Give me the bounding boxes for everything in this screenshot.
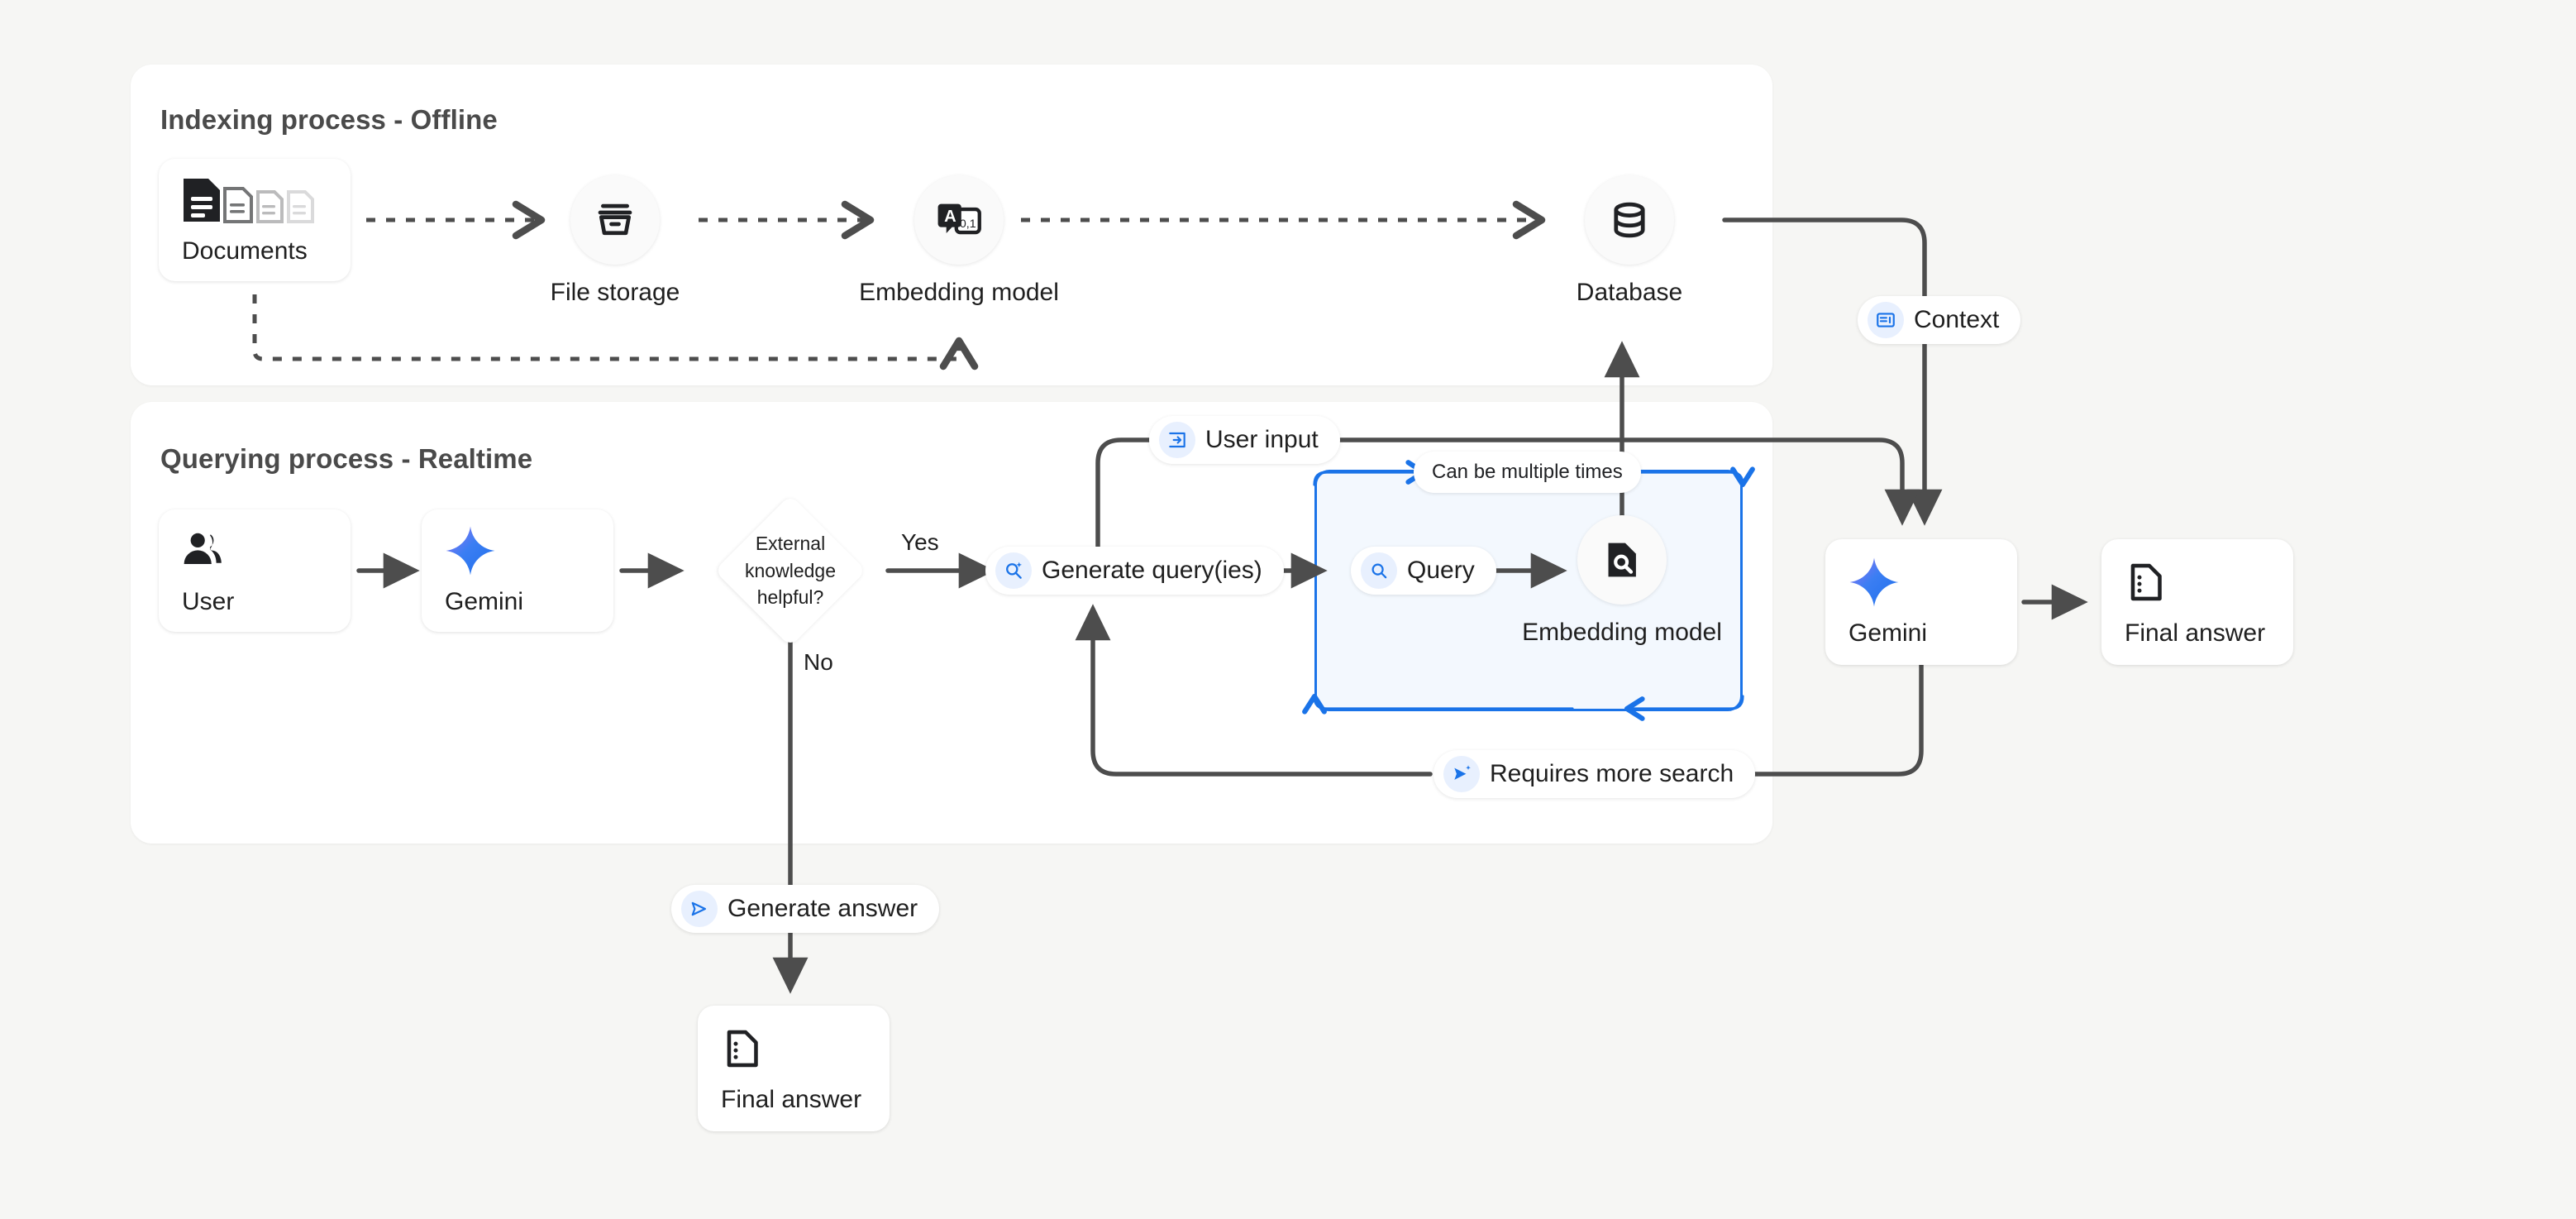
- panel-querying-title: Querying process - Realtime: [160, 443, 533, 474]
- answer-document-icon: [721, 1023, 890, 1074]
- chip-generate-queries[interactable]: Generate query(ies): [985, 547, 1284, 595]
- send-sparkle-icon: [1443, 756, 1480, 792]
- document-search-icon: [1577, 515, 1667, 605]
- node-embedding-model-index[interactable]: 0,1 A Embedding model: [859, 175, 1059, 308]
- send-icon: [681, 891, 718, 927]
- node-file-storage[interactable]: File storage: [551, 175, 680, 308]
- context-label: Context: [1914, 306, 2000, 333]
- documents-label: Documents: [182, 237, 308, 265]
- final-answer-right-label: Final answer: [2125, 619, 2266, 647]
- loop-note-label: Can be multiple times: [1432, 461, 1623, 483]
- node-gemini-final[interactable]: Gemini: [1825, 539, 2017, 665]
- embedding-model-index-label: Embedding model: [859, 279, 1059, 306]
- chip-context[interactable]: Context: [1858, 296, 2021, 344]
- search-icon: [1361, 552, 1397, 589]
- archive-icon: [570, 175, 660, 265]
- search-sparkle-icon: [995, 552, 1032, 589]
- database-label: Database: [1576, 279, 1683, 306]
- decision-label: External knowledge helpful?: [745, 533, 836, 609]
- gemini-final-label: Gemini: [1849, 619, 1928, 647]
- chip-loop-note: Can be multiple times: [1414, 452, 1641, 493]
- panel-context-icon: [1868, 302, 1904, 338]
- chip-generate-answer[interactable]: Generate answer: [671, 885, 940, 933]
- node-database[interactable]: Database: [1577, 175, 1682, 308]
- user-label: User: [182, 588, 235, 615]
- user-group-icon: [182, 525, 351, 576]
- requires-more-search-label: Requires more search: [1490, 760, 1734, 787]
- gemini-sparkle-icon: [1849, 557, 2017, 608]
- chip-query[interactable]: Query: [1351, 547, 1496, 595]
- user-input-label: User input: [1205, 426, 1319, 453]
- panel-indexing-title: Indexing process - Offline: [160, 104, 498, 135]
- documents-icon: [182, 174, 351, 226]
- database-icon: [1585, 175, 1674, 265]
- query-label: Query: [1407, 557, 1475, 584]
- generate-queries-label: Generate query(ies): [1042, 557, 1262, 584]
- svg-text:0,1: 0,1: [960, 218, 976, 231]
- node-user[interactable]: User: [159, 509, 351, 632]
- answer-document-icon: [2125, 557, 2293, 608]
- node-final-answer-right[interactable]: Final answer: [2101, 539, 2293, 665]
- translate-embedding-icon: 0,1 A: [914, 175, 1004, 265]
- edge-label-yes: Yes: [901, 529, 939, 555]
- node-gemini[interactable]: Gemini: [422, 509, 613, 632]
- node-embedding-model-query[interactable]: Embedding model: [1522, 515, 1722, 648]
- edge-label-no: No: [804, 649, 833, 675]
- file-storage-label: File storage: [550, 279, 680, 306]
- input-arrow-icon: [1159, 422, 1195, 458]
- final-answer-bottom-label: Final answer: [721, 1086, 862, 1113]
- embedding-model-query-label: Embedding model: [1522, 619, 1722, 646]
- chip-requires-more-search[interactable]: Requires more search: [1433, 750, 1756, 798]
- node-decision-external-knowledge[interactable]: External knowledge helpful?: [714, 495, 866, 647]
- chip-user-input[interactable]: User input: [1149, 416, 1340, 464]
- generate-answer-label: Generate answer: [727, 895, 918, 922]
- svg-text:A: A: [944, 208, 956, 226]
- gemini-label: Gemini: [445, 588, 524, 615]
- node-documents[interactable]: Documents: [159, 159, 351, 281]
- gemini-sparkle-icon: [445, 525, 613, 576]
- node-final-answer-bottom[interactable]: Final answer: [698, 1006, 890, 1131]
